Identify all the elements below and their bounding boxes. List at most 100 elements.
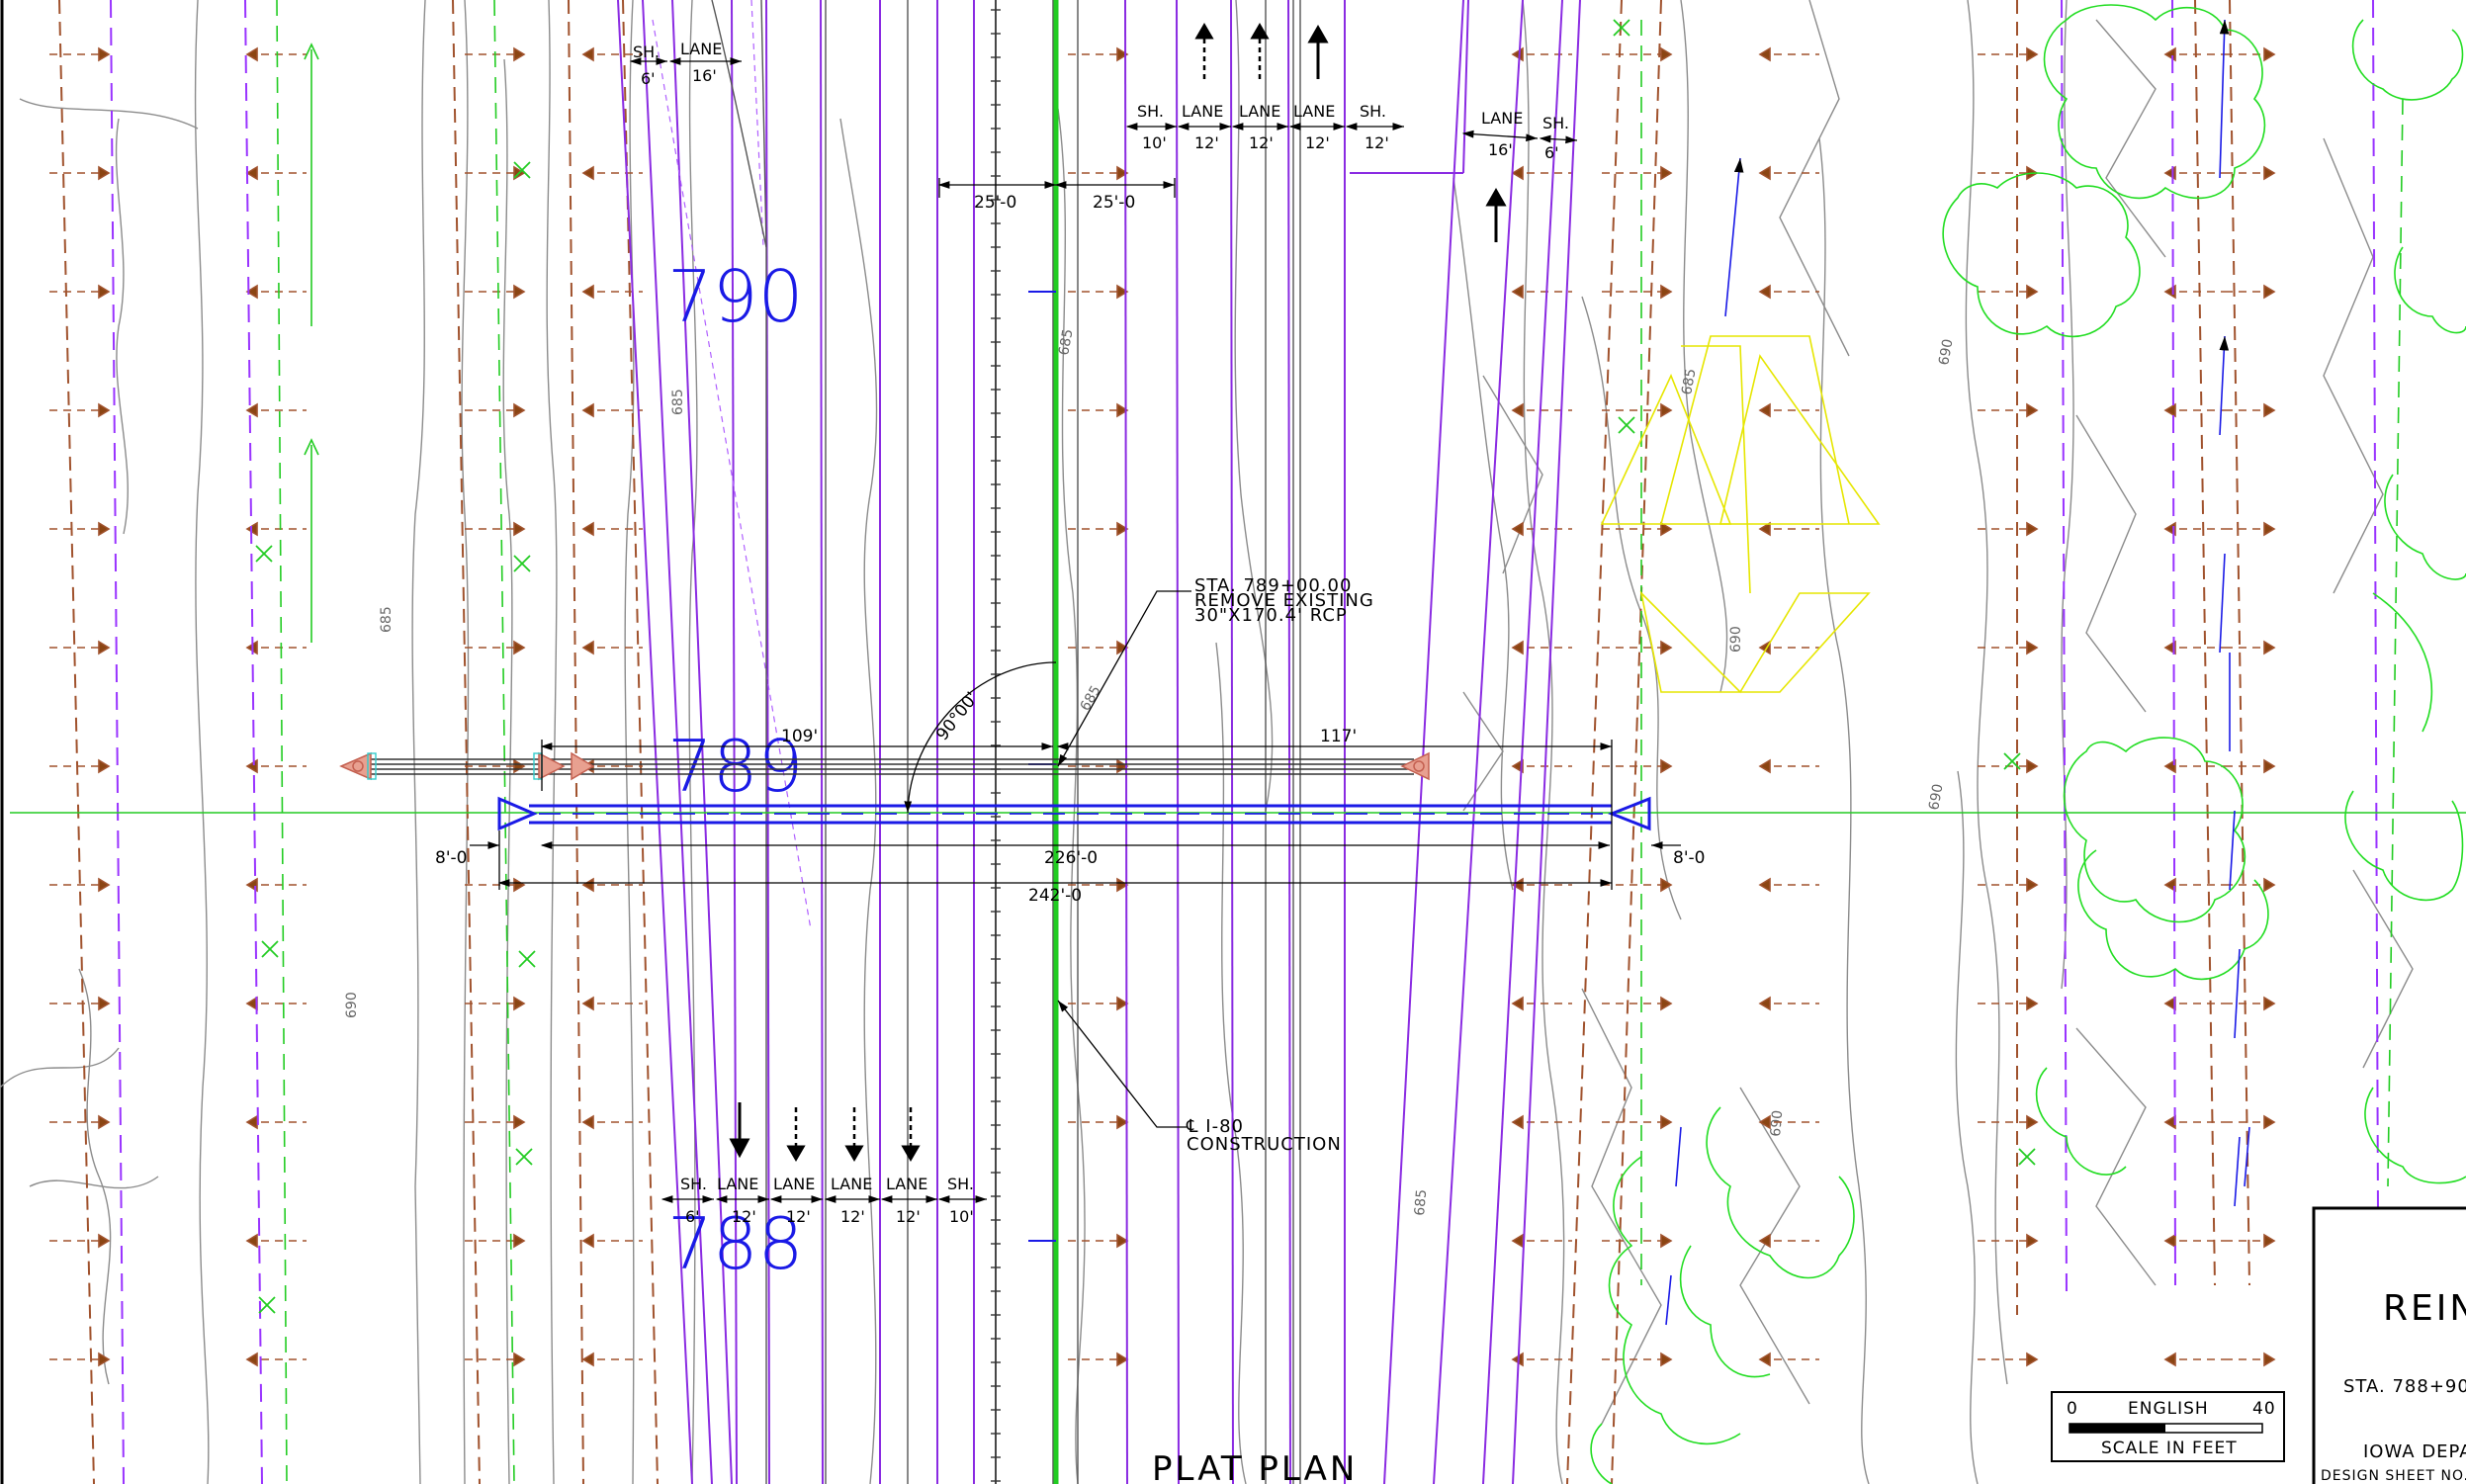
lane-width: 12' bbox=[1365, 133, 1389, 152]
row-marker-triangle bbox=[98, 284, 111, 300]
trench-outlines bbox=[1600, 335, 1881, 694]
row-marker-triangle bbox=[1758, 521, 1771, 537]
row-marker-triangle bbox=[98, 877, 111, 893]
title-block-station: STA. 788+90- bbox=[2343, 1376, 2466, 1397]
note-centerline: ℄ I-80 CONSTRUCTION bbox=[1186, 1116, 1342, 1155]
row-marker-triangle bbox=[98, 46, 111, 62]
row-marker-triangle bbox=[1116, 1233, 1129, 1249]
row-marker-triangle bbox=[2026, 758, 2039, 774]
lane-label: SH. bbox=[1542, 114, 1569, 132]
title-block-heading: REIN bbox=[2383, 1288, 2466, 1329]
row-marker-triangle bbox=[245, 402, 258, 418]
note-remove-existing: STA. 789+00.00 REMOVE EXISTING 30"X170.4… bbox=[1194, 575, 1374, 626]
row-marker-triangle bbox=[2163, 640, 2176, 655]
row-marker-triangle bbox=[1116, 1352, 1129, 1367]
row-marker-triangle bbox=[2263, 402, 2276, 418]
row-marker-triangle bbox=[2263, 758, 2276, 774]
row-marker-triangle bbox=[1511, 996, 1524, 1011]
row-marker-triangle bbox=[98, 1114, 111, 1130]
contour-label: 685 bbox=[670, 389, 686, 415]
row-marker-triangle bbox=[581, 996, 594, 1011]
flow-arrows bbox=[1665, 19, 2250, 1326]
lane-label: LANE bbox=[1481, 109, 1523, 128]
row-marker-triangle bbox=[2163, 877, 2176, 893]
contour-label: 685 bbox=[1679, 368, 1699, 396]
row-marker-triangle bbox=[1758, 284, 1771, 300]
note-line: 30"X170.4' RCP bbox=[1194, 605, 1348, 626]
lane-width: 6' bbox=[641, 69, 656, 88]
row-marker-triangle bbox=[1660, 1233, 1673, 1249]
lane-lines bbox=[617, 0, 1581, 1484]
right-of-way-lines bbox=[58, 0, 2250, 1484]
tree-canopy bbox=[1590, 4, 2466, 1484]
station-number-790: 790 bbox=[667, 255, 803, 338]
row-marker-triangle bbox=[2263, 46, 2276, 62]
dim-right-apron: 8'-0 bbox=[1673, 848, 1705, 868]
row-marker-triangle bbox=[2263, 1352, 2276, 1367]
row-marker-triangle bbox=[1511, 165, 1524, 181]
row-marker-triangle bbox=[1116, 996, 1129, 1011]
lane-label: LANE bbox=[886, 1175, 927, 1193]
row-marker-triangle bbox=[1511, 521, 1524, 537]
row-marker-triangle bbox=[1116, 521, 1129, 537]
row-marker-triangle bbox=[245, 165, 258, 181]
proposed-pipe bbox=[497, 796, 1651, 831]
contour-label: 690 bbox=[344, 992, 360, 1018]
row-marker-triangle bbox=[1758, 758, 1771, 774]
row-marker-triangle bbox=[2263, 1114, 2276, 1130]
dim-median-left: 25'-0 bbox=[974, 193, 1016, 213]
row-marker-triangle bbox=[2026, 1352, 2039, 1367]
scale-end: 40 bbox=[2252, 1399, 2276, 1419]
row-marker-triangle bbox=[581, 165, 594, 181]
top-right-ramp-labels: LANE SH. 16' 6' bbox=[1481, 109, 1569, 162]
top-right-lane-labels: SH. LANE LANE LANE SH. 10' 12' 12' 12' 1… bbox=[1137, 102, 1389, 152]
title-block-sheet: DESIGN SHEET NO. bbox=[2321, 1468, 2466, 1484]
lane-label: SH. bbox=[633, 43, 660, 61]
bottom-lane-labels: SH. LANE LANE LANE LANE SH. 6' 12' 12' 1… bbox=[680, 1175, 974, 1226]
row-marker-triangle bbox=[2163, 402, 2176, 418]
existing-aprons bbox=[339, 751, 1430, 781]
row-marker-triangle bbox=[2263, 996, 2276, 1011]
lane-width: 16' bbox=[1488, 140, 1513, 159]
traffic-arrows bbox=[729, 23, 1507, 1162]
top-left-ramp-labels: SH. LANE 6' 16' bbox=[633, 40, 722, 88]
dim-total-pipe: 226'-0 bbox=[1044, 848, 1098, 868]
lane-label: LANE bbox=[1182, 102, 1223, 121]
magenta-dashed-lines bbox=[110, 0, 2379, 1484]
lane-label: LANE bbox=[1239, 102, 1280, 121]
note-line: REMOVE EXISTING bbox=[1194, 590, 1374, 611]
row-marker-triangle bbox=[1116, 165, 1129, 181]
row-marker-triangle bbox=[1660, 877, 1673, 893]
note-line: CONSTRUCTION bbox=[1187, 1134, 1342, 1155]
row-marker-triangle bbox=[581, 284, 594, 300]
row-marker-triangle bbox=[2026, 46, 2039, 62]
row-marker-triangle bbox=[1511, 1114, 1524, 1130]
row-marker-triangle bbox=[581, 521, 594, 537]
row-marker-triangle bbox=[581, 402, 594, 418]
row-marker-triangle bbox=[513, 1233, 526, 1249]
row-marker-triangle bbox=[2026, 1114, 2039, 1130]
lane-width: 12' bbox=[896, 1207, 921, 1226]
row-marker-triangle bbox=[513, 1352, 526, 1367]
row-marker-triangle bbox=[2263, 877, 2276, 893]
row-marker-triangle bbox=[1116, 46, 1129, 62]
row-marker-triangle bbox=[98, 402, 111, 418]
row-marker-triangle bbox=[513, 877, 526, 893]
dim-left-length: 109' bbox=[781, 727, 818, 746]
row-marker-triangle bbox=[513, 640, 526, 655]
magenta-thin-dashed bbox=[652, 0, 812, 930]
row-marker-triangle bbox=[245, 1352, 258, 1367]
row-marker-triangle bbox=[2026, 521, 2039, 537]
row-marker-triangle bbox=[513, 402, 526, 418]
row-marker-triangle bbox=[1116, 640, 1129, 655]
lane-label: LANE bbox=[773, 1175, 815, 1193]
row-marker-triangle bbox=[98, 640, 111, 655]
row-marker-triangle bbox=[513, 996, 526, 1011]
drawing-title: PLAT PLAN bbox=[1152, 1449, 1358, 1484]
row-marker-triangle bbox=[1758, 1233, 1771, 1249]
row-marker-triangle bbox=[245, 758, 258, 774]
row-marker-triangle bbox=[98, 165, 111, 181]
lane-width: 12' bbox=[786, 1207, 811, 1226]
row-marker-triangle bbox=[98, 1352, 111, 1367]
row-marker-triangle bbox=[98, 996, 111, 1011]
